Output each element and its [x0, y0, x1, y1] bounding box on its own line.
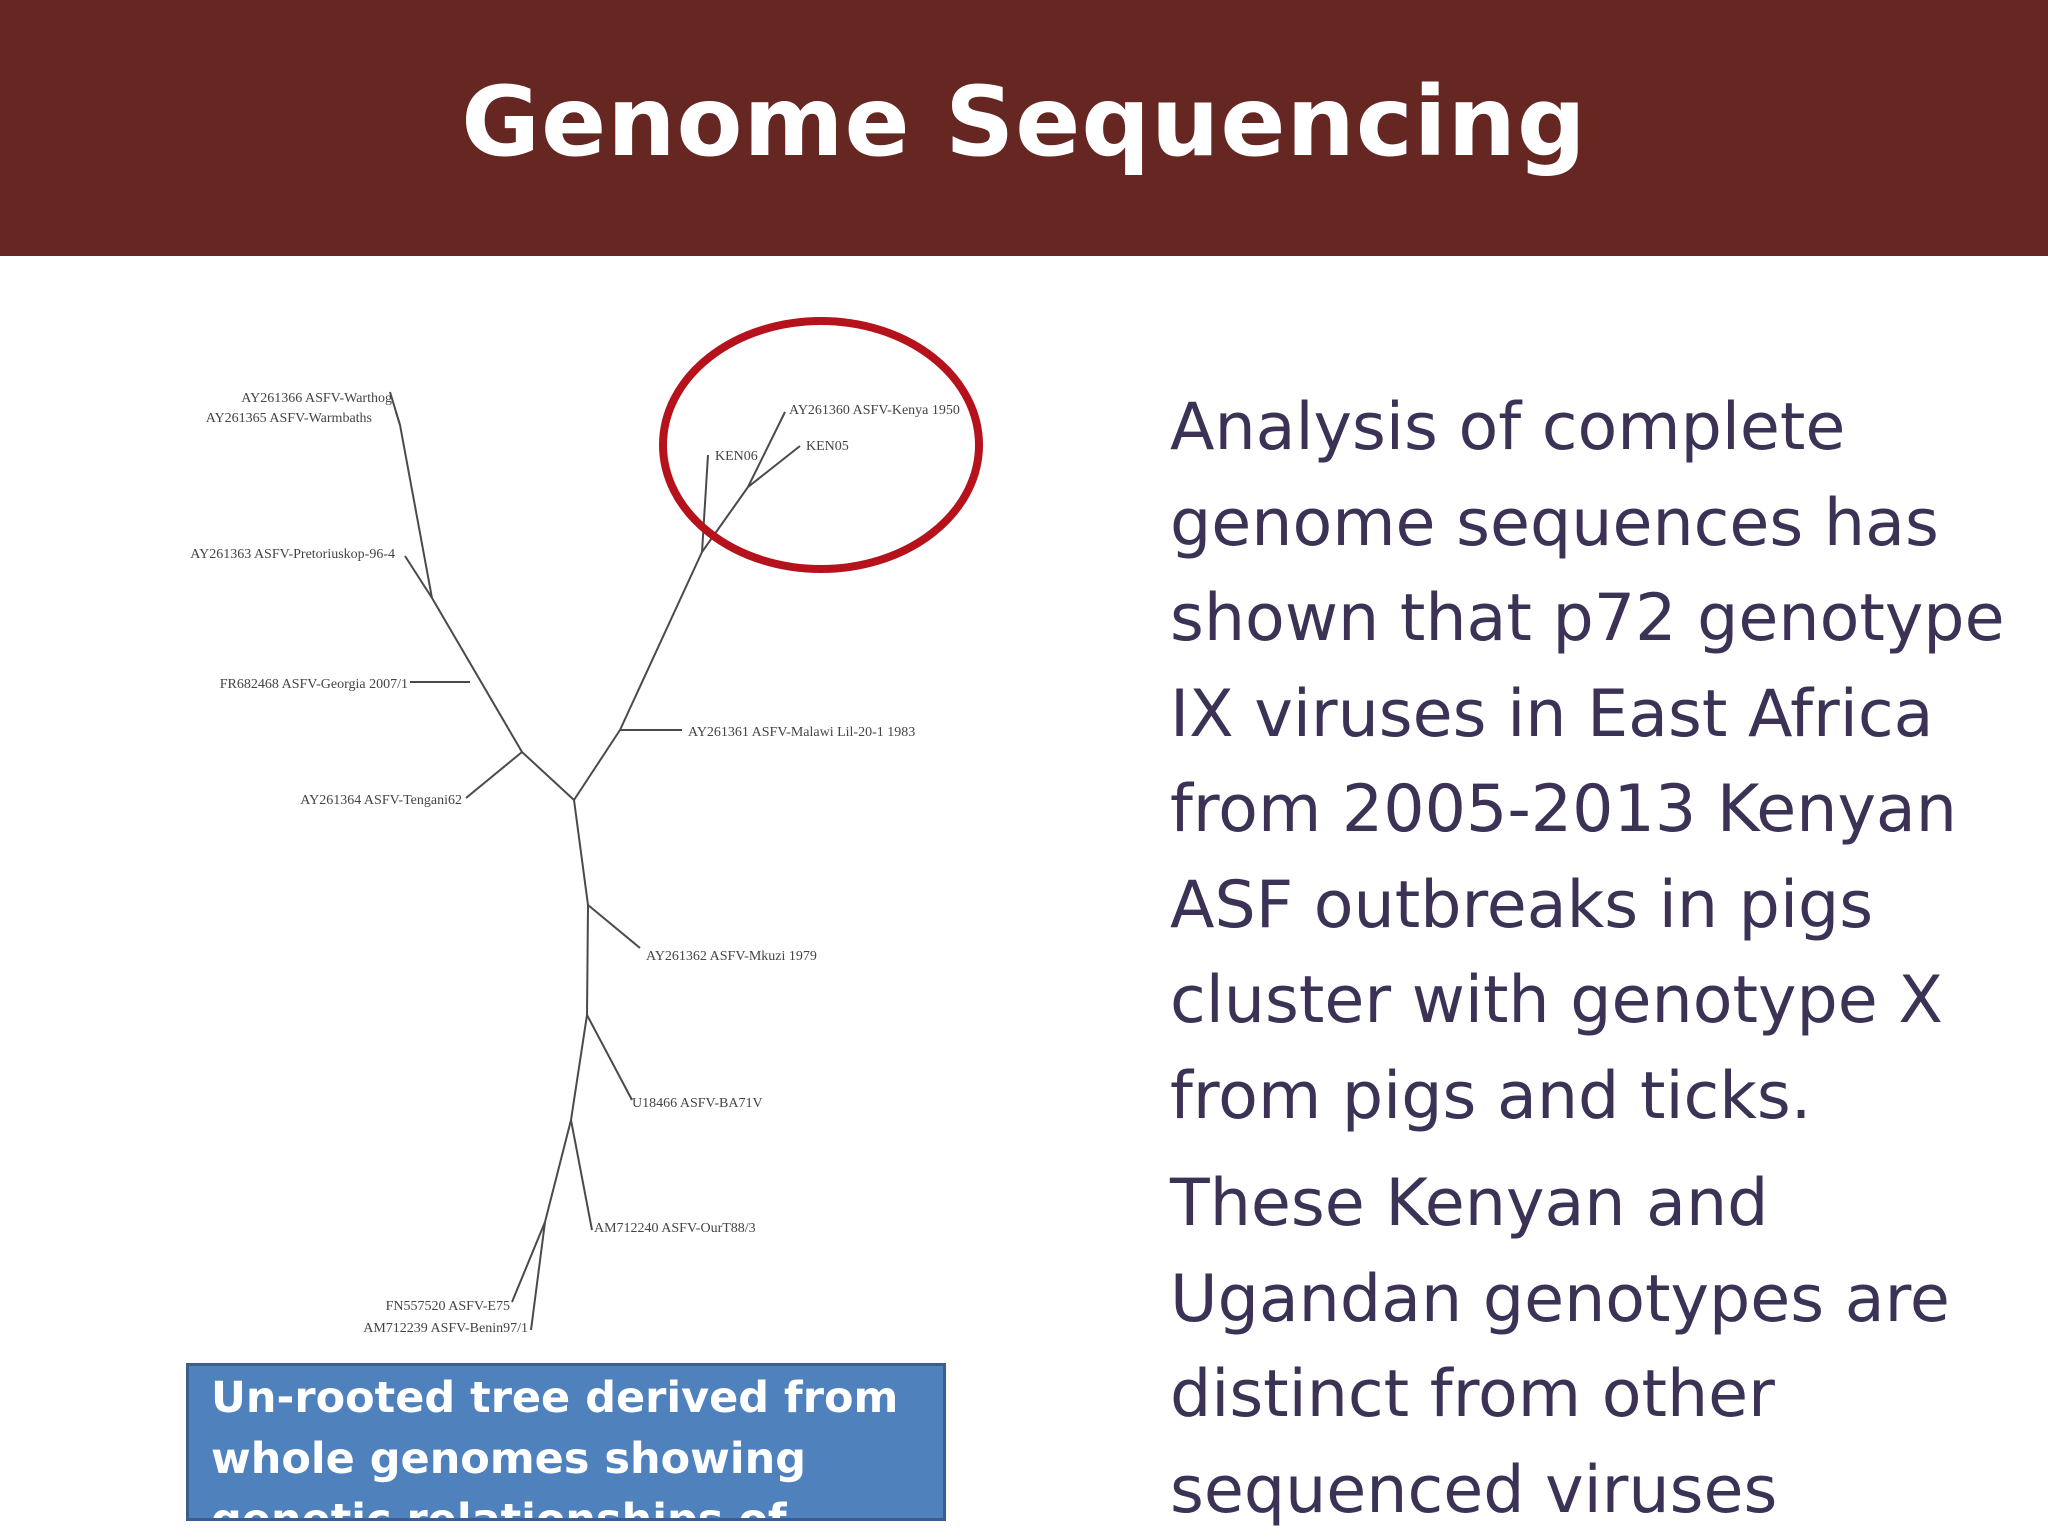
- phylogenetic-tree: AY261366 ASFV-Warthog AY261365 ASFV-Warm…: [190, 317, 983, 1336]
- tree-branch: [619, 551, 703, 731]
- tree-leaf-label: AM712240 ASFV-OurT88/3: [594, 1221, 756, 1236]
- tree-branch: [530, 1221, 546, 1331]
- slide-title: Genome Sequencing: [461, 66, 1587, 178]
- tree-leaf-label: FR682468 ASFV-Georgia 2007/1: [220, 677, 408, 692]
- highlight-circle: [659, 317, 983, 573]
- tree-branch: [431, 597, 523, 753]
- title-bar: Genome Sequencing: [0, 0, 2048, 256]
- tree-branch: [573, 729, 621, 801]
- tree-caption-text: Un-rooted tree derived from whole genome…: [211, 1373, 899, 1521]
- tree-leaf-label: FN557520 ASFV-E75: [386, 1299, 510, 1314]
- tree-branch: [395, 411, 401, 426]
- tree-leaf-label: AY261362 ASFV-Mkuzi 1979: [646, 949, 817, 964]
- tree-branch: [587, 904, 641, 949]
- tree-branch: [399, 424, 433, 599]
- tree-branch: [747, 411, 786, 488]
- tree-branch: [570, 1119, 593, 1231]
- tree-leaf-label: AY261363 ASFV-Pretoriuskop-96-4: [190, 547, 395, 562]
- tree-leaf-label: U18466 ASFV-BA71V: [632, 1096, 763, 1111]
- tree-leaf-label: AY261365 ASFV-Warmbaths: [206, 411, 372, 426]
- slide-body: Analysis of complete genome sequences ha…: [1170, 380, 2040, 1538]
- tree-branch: [701, 486, 749, 553]
- tree-branch: [404, 555, 433, 599]
- tree-branch: [511, 1221, 546, 1303]
- tree-leaf-label: KEN05: [806, 439, 849, 454]
- tree-branch: [570, 1014, 588, 1121]
- tree-leaf-label: AM712239 ASFV-Benin97/1: [363, 1321, 528, 1336]
- tree-branch: [544, 1119, 572, 1223]
- body-paragraph-2: These Kenyan and Ugandan genotypes are d…: [1170, 1166, 1950, 1528]
- body-paragraph-1: Analysis of complete genome sequences ha…: [1170, 390, 2005, 1134]
- tree-branch: [521, 751, 575, 801]
- tree-labels: AY261366 ASFV-Warthog AY261365 ASFV-Warm…: [190, 391, 960, 1336]
- tree-branch: [573, 799, 589, 906]
- tree-caption: Un-rooted tree derived from whole genome…: [186, 1363, 946, 1521]
- tree-branch: [586, 1014, 633, 1101]
- tree-leaf-label: AY261360 ASFV-Kenya 1950: [789, 403, 960, 418]
- tree-branch: [701, 454, 709, 553]
- tree-leaf-label: AY261364 ASFV-Tengani62: [300, 793, 462, 808]
- tree-leaf-label: AY261366 ASFV-Warthog: [241, 391, 392, 406]
- tree-branches: [389, 391, 801, 1331]
- tree-branch: [747, 445, 801, 488]
- tree-leaf-label: AY261361 ASFV-Malawi Lil-20-1 1983: [688, 725, 915, 740]
- tree-branch: [586, 904, 589, 1016]
- tree-leaf-label: KEN06: [715, 449, 758, 464]
- tree-branch: [465, 751, 523, 799]
